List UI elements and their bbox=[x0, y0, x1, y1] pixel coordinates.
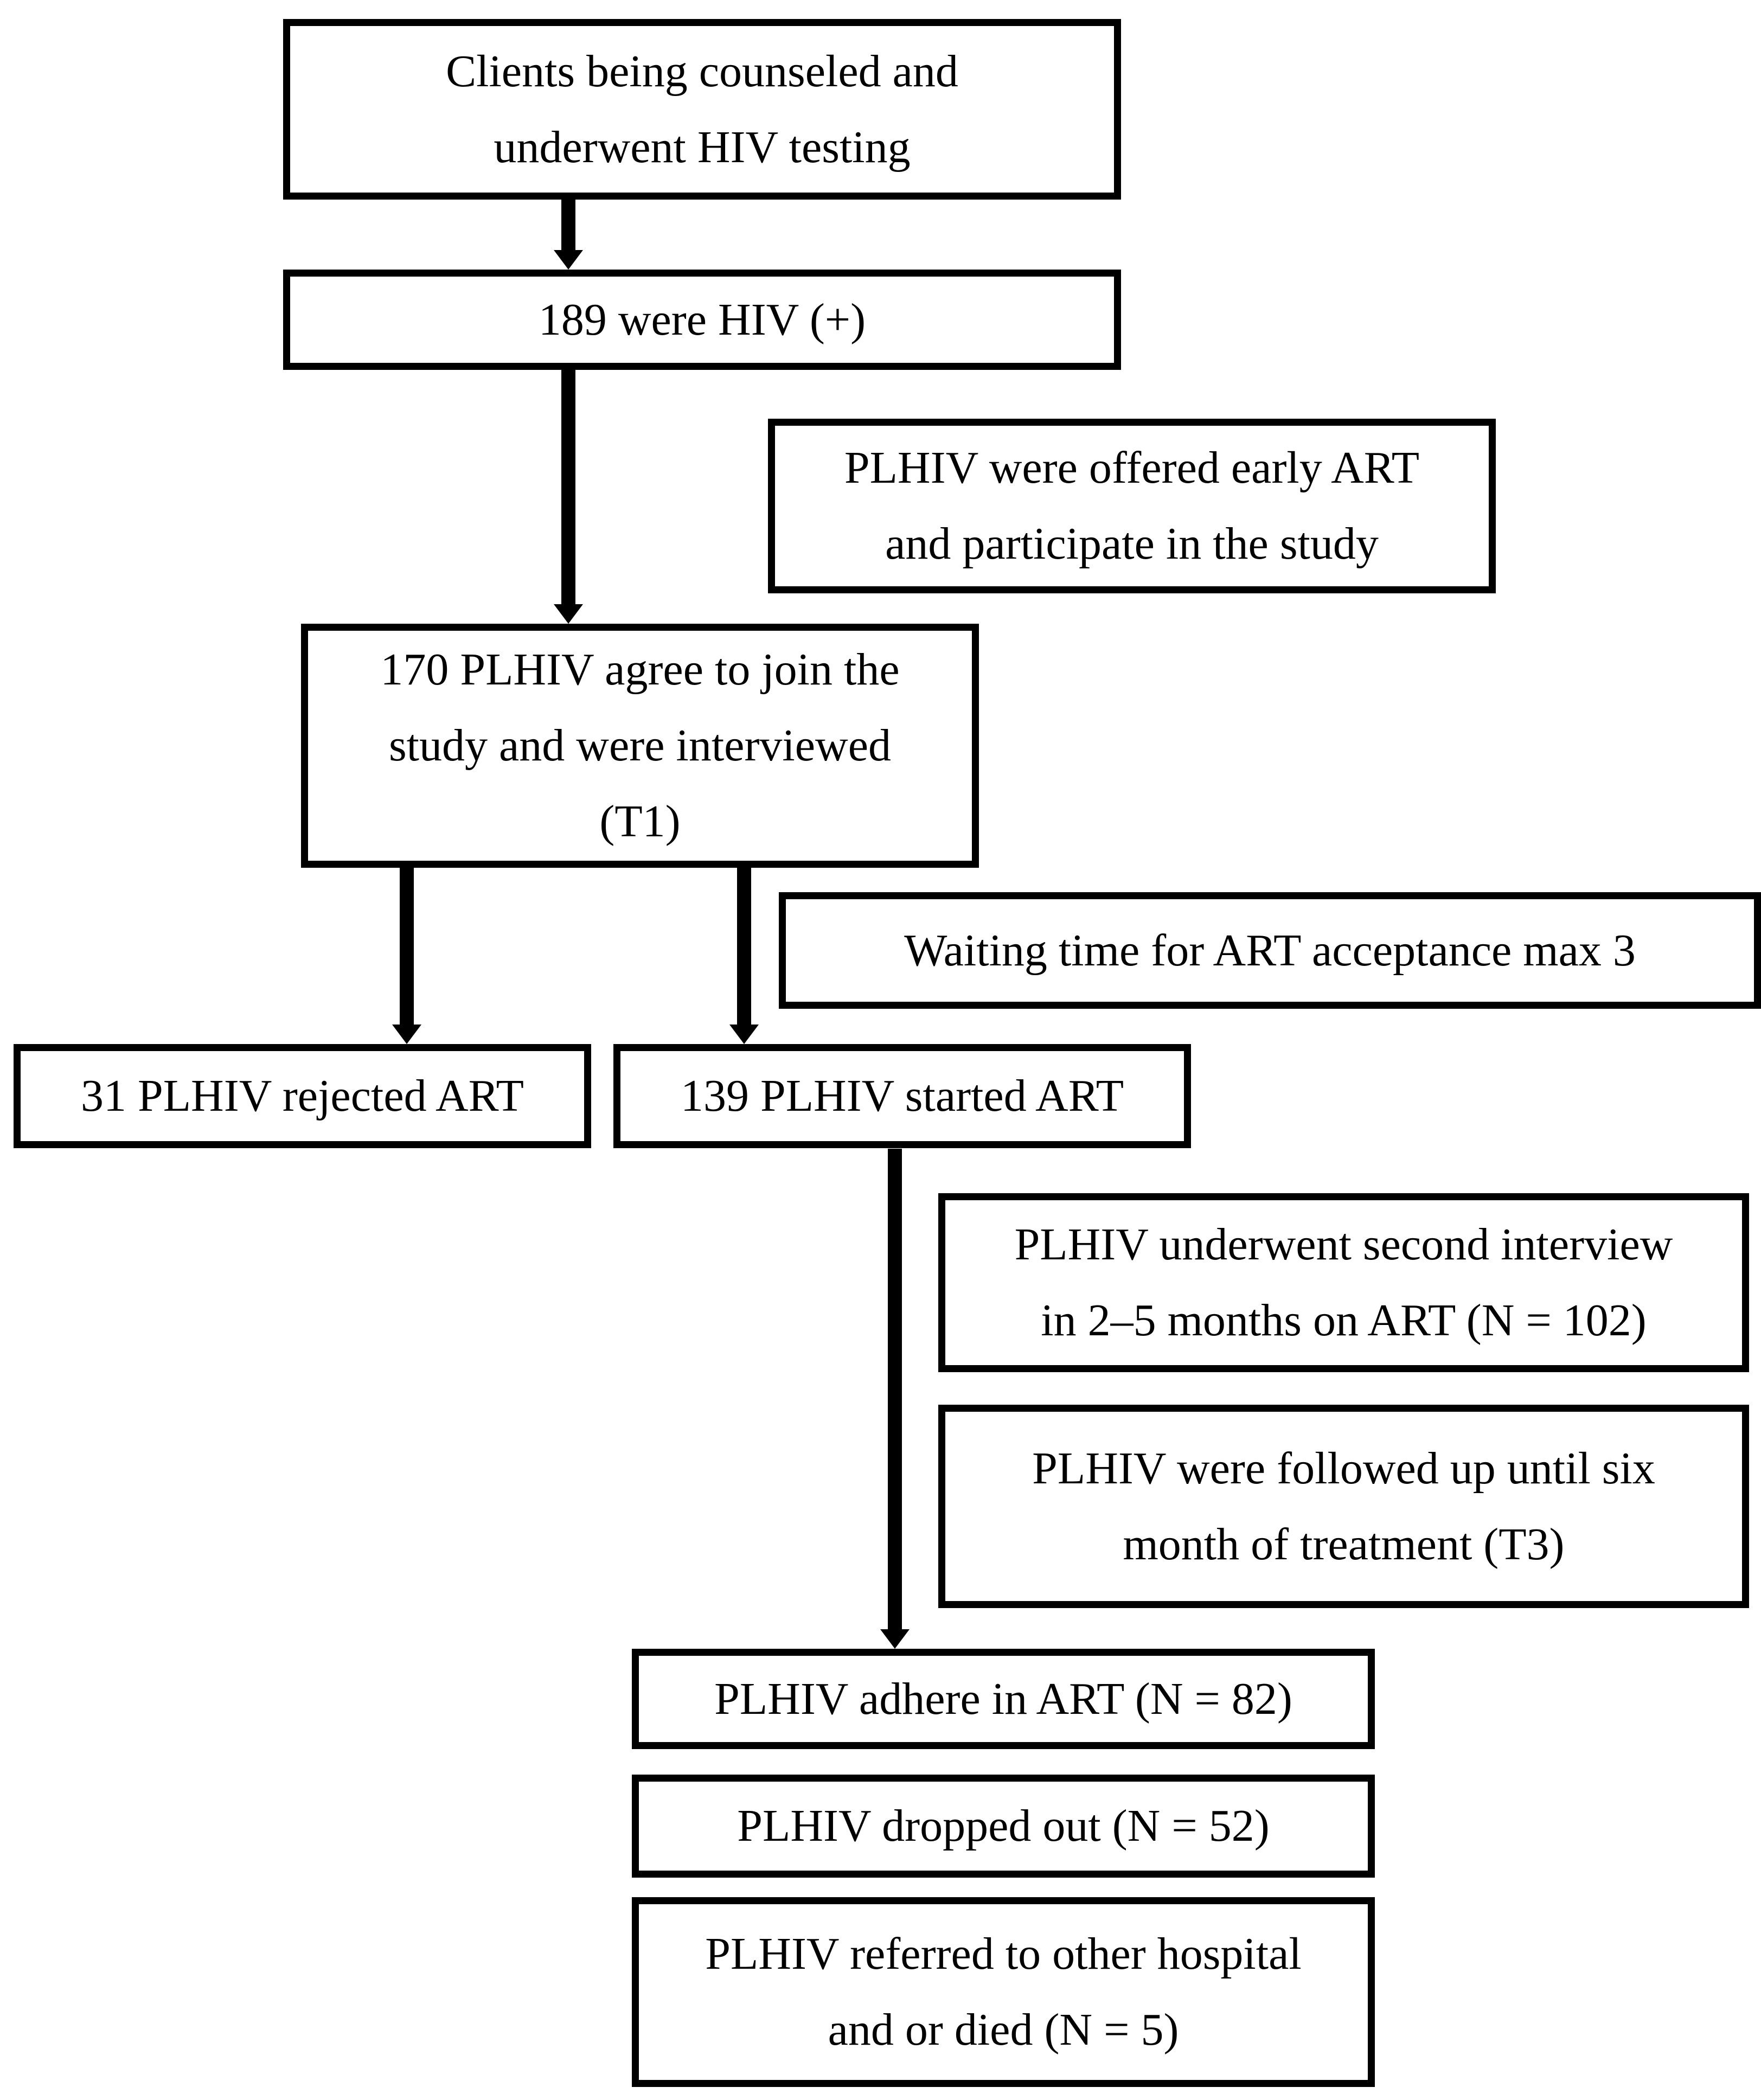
connector-hiv-positive-to-agreed bbox=[554, 370, 583, 624]
node-clients-counseled: Clients being counseled and underwent HI… bbox=[283, 19, 1121, 200]
arrow-shaft bbox=[561, 370, 575, 605]
node-clients-counseled-label: Clients being counseled and underwent HI… bbox=[446, 46, 958, 172]
node-rejected-art: 31 PLHIV rejected ART bbox=[14, 1044, 591, 1148]
node-adhere-art: PLHIV adhere in ART (N = 82) bbox=[632, 1649, 1375, 1749]
connector-agreed-to-started bbox=[729, 868, 759, 1044]
node-started-art: 139 PLHIV started ART bbox=[613, 1044, 1191, 1148]
node-waiting-time: Waiting time for ART acceptance max 3 bbox=[779, 892, 1761, 1009]
arrowhead-icon bbox=[729, 1025, 759, 1044]
node-offered-art: PLHIV were offered early ART and partici… bbox=[768, 419, 1496, 593]
arrowhead-icon bbox=[392, 1025, 421, 1044]
node-adhere-art-label: PLHIV adhere in ART (N = 82) bbox=[714, 1673, 1292, 1724]
node-waiting-time-label: Waiting time for ART acceptance max 3 bbox=[904, 925, 1636, 976]
node-hiv-positive-label: 189 were HIV (+) bbox=[538, 294, 866, 345]
node-agreed-t1-label: 170 PLHIV agree to join the study and we… bbox=[380, 644, 900, 847]
arrow-shaft bbox=[400, 868, 414, 1026]
node-followed-up: PLHIV were followed up until six month o… bbox=[938, 1405, 1749, 1608]
node-referred-died: PLHIV referred to other hospital and or … bbox=[632, 1897, 1375, 2087]
connector-counseled-to-hiv-positive bbox=[554, 200, 583, 270]
node-referred-died-label: PLHIV referred to other hospital and or … bbox=[705, 1929, 1302, 2055]
arrow-shaft bbox=[737, 868, 751, 1026]
node-offered-art-label: PLHIV were offered early ART and partici… bbox=[844, 443, 1420, 569]
node-dropped-out-label: PLHIV dropped out (N = 52) bbox=[737, 1801, 1270, 1851]
node-followed-up-label: PLHIV were followed up until six month o… bbox=[1032, 1443, 1655, 1570]
arrowhead-icon bbox=[880, 1629, 910, 1649]
node-rejected-art-label: 31 PLHIV rejected ART bbox=[81, 1071, 524, 1121]
connector-agreed-to-rejected bbox=[392, 868, 421, 1044]
arrowhead-icon bbox=[554, 250, 583, 270]
node-started-art-label: 139 PLHIV started ART bbox=[680, 1071, 1124, 1121]
node-second-interview-label: PLHIV underwent second interview in 2–5 … bbox=[1014, 1219, 1673, 1346]
node-agreed-t1: 170 PLHIV agree to join the study and we… bbox=[301, 624, 979, 868]
arrowhead-icon bbox=[554, 604, 583, 624]
node-second-interview: PLHIV underwent second interview in 2–5 … bbox=[938, 1193, 1749, 1372]
node-dropped-out: PLHIV dropped out (N = 52) bbox=[632, 1775, 1375, 1878]
arrow-shaft bbox=[888, 1149, 902, 1630]
node-hiv-positive: 189 were HIV (+) bbox=[283, 270, 1121, 370]
arrow-shaft bbox=[561, 200, 575, 251]
connector-started-to-adhere bbox=[880, 1149, 910, 1649]
